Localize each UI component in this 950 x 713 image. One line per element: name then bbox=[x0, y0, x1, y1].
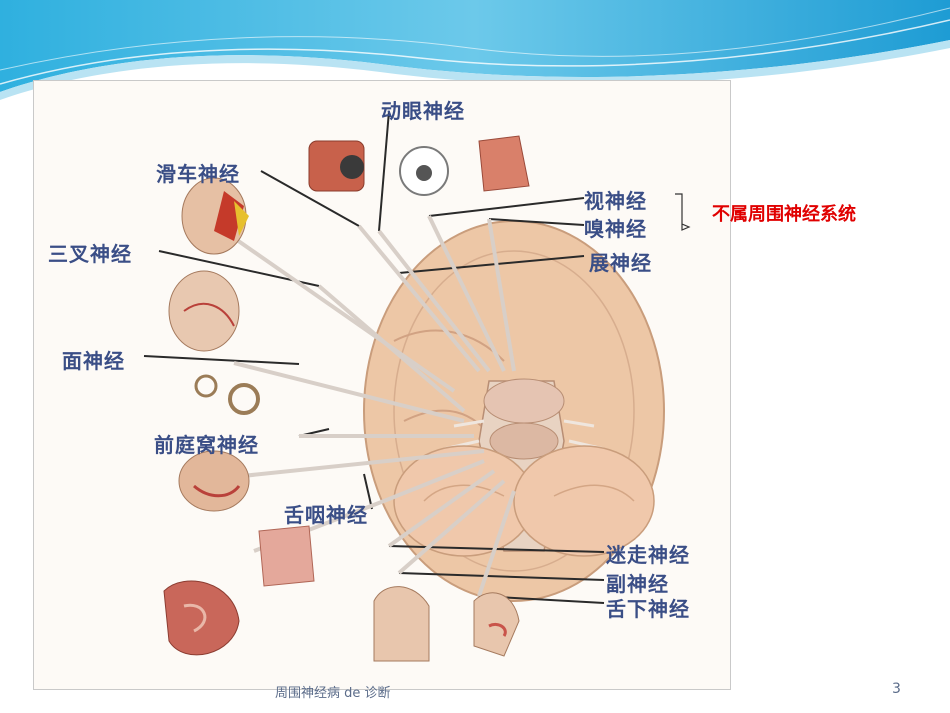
label-vagus: 迷走神经 bbox=[606, 543, 690, 567]
header-wave-decoration bbox=[0, 0, 950, 100]
label-trochlear: 滑车神经 bbox=[156, 162, 240, 186]
label-optic: 视神经 bbox=[584, 189, 647, 213]
bracket-symbol bbox=[675, 193, 691, 231]
label-oculomotor: 动眼神经 bbox=[381, 99, 465, 123]
label-glossopharyngeal: 舌咽神经 bbox=[284, 503, 368, 527]
label-trigeminal: 三叉神经 bbox=[48, 242, 132, 266]
neck-shoulder-illustration bbox=[373, 586, 430, 662]
label-hypoglossal: 舌下神经 bbox=[606, 597, 690, 621]
eye-muscle-illustration bbox=[308, 140, 365, 192]
head-facial-illustration bbox=[168, 270, 240, 352]
eye-illustration bbox=[399, 146, 449, 196]
cranial-nerves-figure: 动眼神经 滑车神经 视神经 嗅神经 三叉神经 展神经 面神经 前庭窝神经 舌咽神… bbox=[33, 80, 731, 690]
page-number: 3 bbox=[892, 681, 901, 697]
label-abducens: 展神经 bbox=[589, 251, 652, 275]
head-trigeminal-illustration bbox=[181, 177, 249, 255]
label-olfactory: 嗅神经 bbox=[584, 217, 647, 241]
nose-illustration bbox=[478, 135, 530, 192]
footer-title: 周围神经病 de 诊断 bbox=[275, 686, 391, 701]
viscera-illustration bbox=[163, 580, 240, 656]
label-facial: 面神经 bbox=[62, 349, 125, 373]
not-peripheral-annotation: 不属周围神经系统 bbox=[712, 204, 856, 225]
label-accessory: 副神经 bbox=[606, 572, 669, 596]
mouth-throat-illustration bbox=[178, 450, 250, 512]
tongue-head-illustration bbox=[473, 592, 520, 657]
inner-ear-illustration bbox=[194, 374, 260, 415]
label-vestibulocochlear: 前庭窝神经 bbox=[154, 433, 259, 457]
pharynx-illustration bbox=[258, 525, 315, 587]
cranial-nerves-illustration bbox=[143, 110, 691, 662]
